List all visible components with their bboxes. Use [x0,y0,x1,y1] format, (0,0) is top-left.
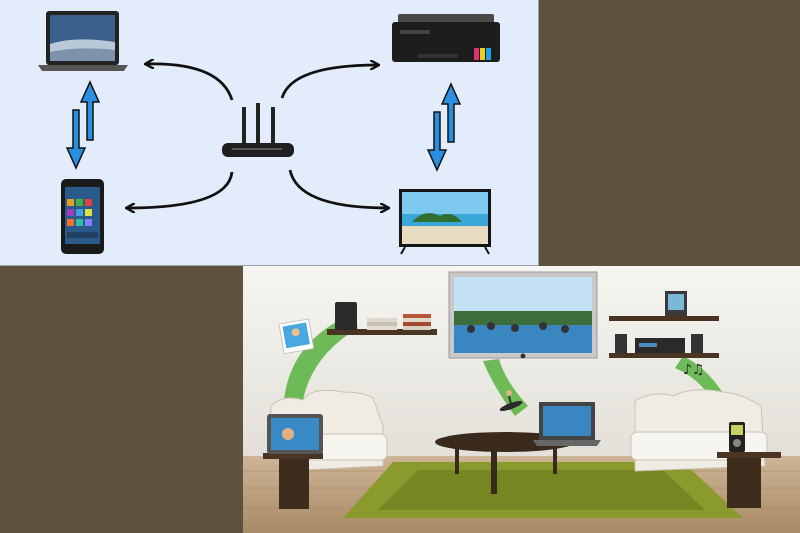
av-receiver-icon [615,334,703,353]
sync-arrows-laptop-phone [65,80,101,170]
living-room-scene: ♪♫ [243,266,800,533]
printer-icon [392,14,500,62]
arrow-router-to-tv [288,169,388,208]
router-icon [222,103,294,157]
sync-arrows-printer-tv [426,82,462,172]
laptop-on-table-icon [533,402,601,446]
arrow-router-to-printer [280,65,378,99]
living-room-scene-panel: ♪♫ [243,266,800,533]
arrow-router-to-laptop [146,64,234,101]
music-player-icon [729,422,745,452]
right-lower-shelf [609,353,719,358]
smartphone-icon [61,179,104,254]
digital-photo-frame-icon [665,291,687,316]
right-side-table [717,452,781,508]
photo-icon [278,318,315,355]
wakeboarder-figure [499,390,523,411]
left-wall-shelf [327,329,437,335]
right-upper-shelf [609,316,719,321]
nas-box-icon [335,302,357,330]
left-side-table [263,453,323,509]
wall-television-icon [448,271,598,359]
tablet-icon [267,414,323,454]
arrow-router-to-phone [127,171,234,208]
network-diagram-panel [0,0,539,266]
television-icon [399,189,491,255]
stream-ribbon-left [283,316,358,418]
laptop-icon [38,11,128,71]
music-note-icon: ♪♫ [683,362,705,378]
network-diagram [38,11,500,255]
